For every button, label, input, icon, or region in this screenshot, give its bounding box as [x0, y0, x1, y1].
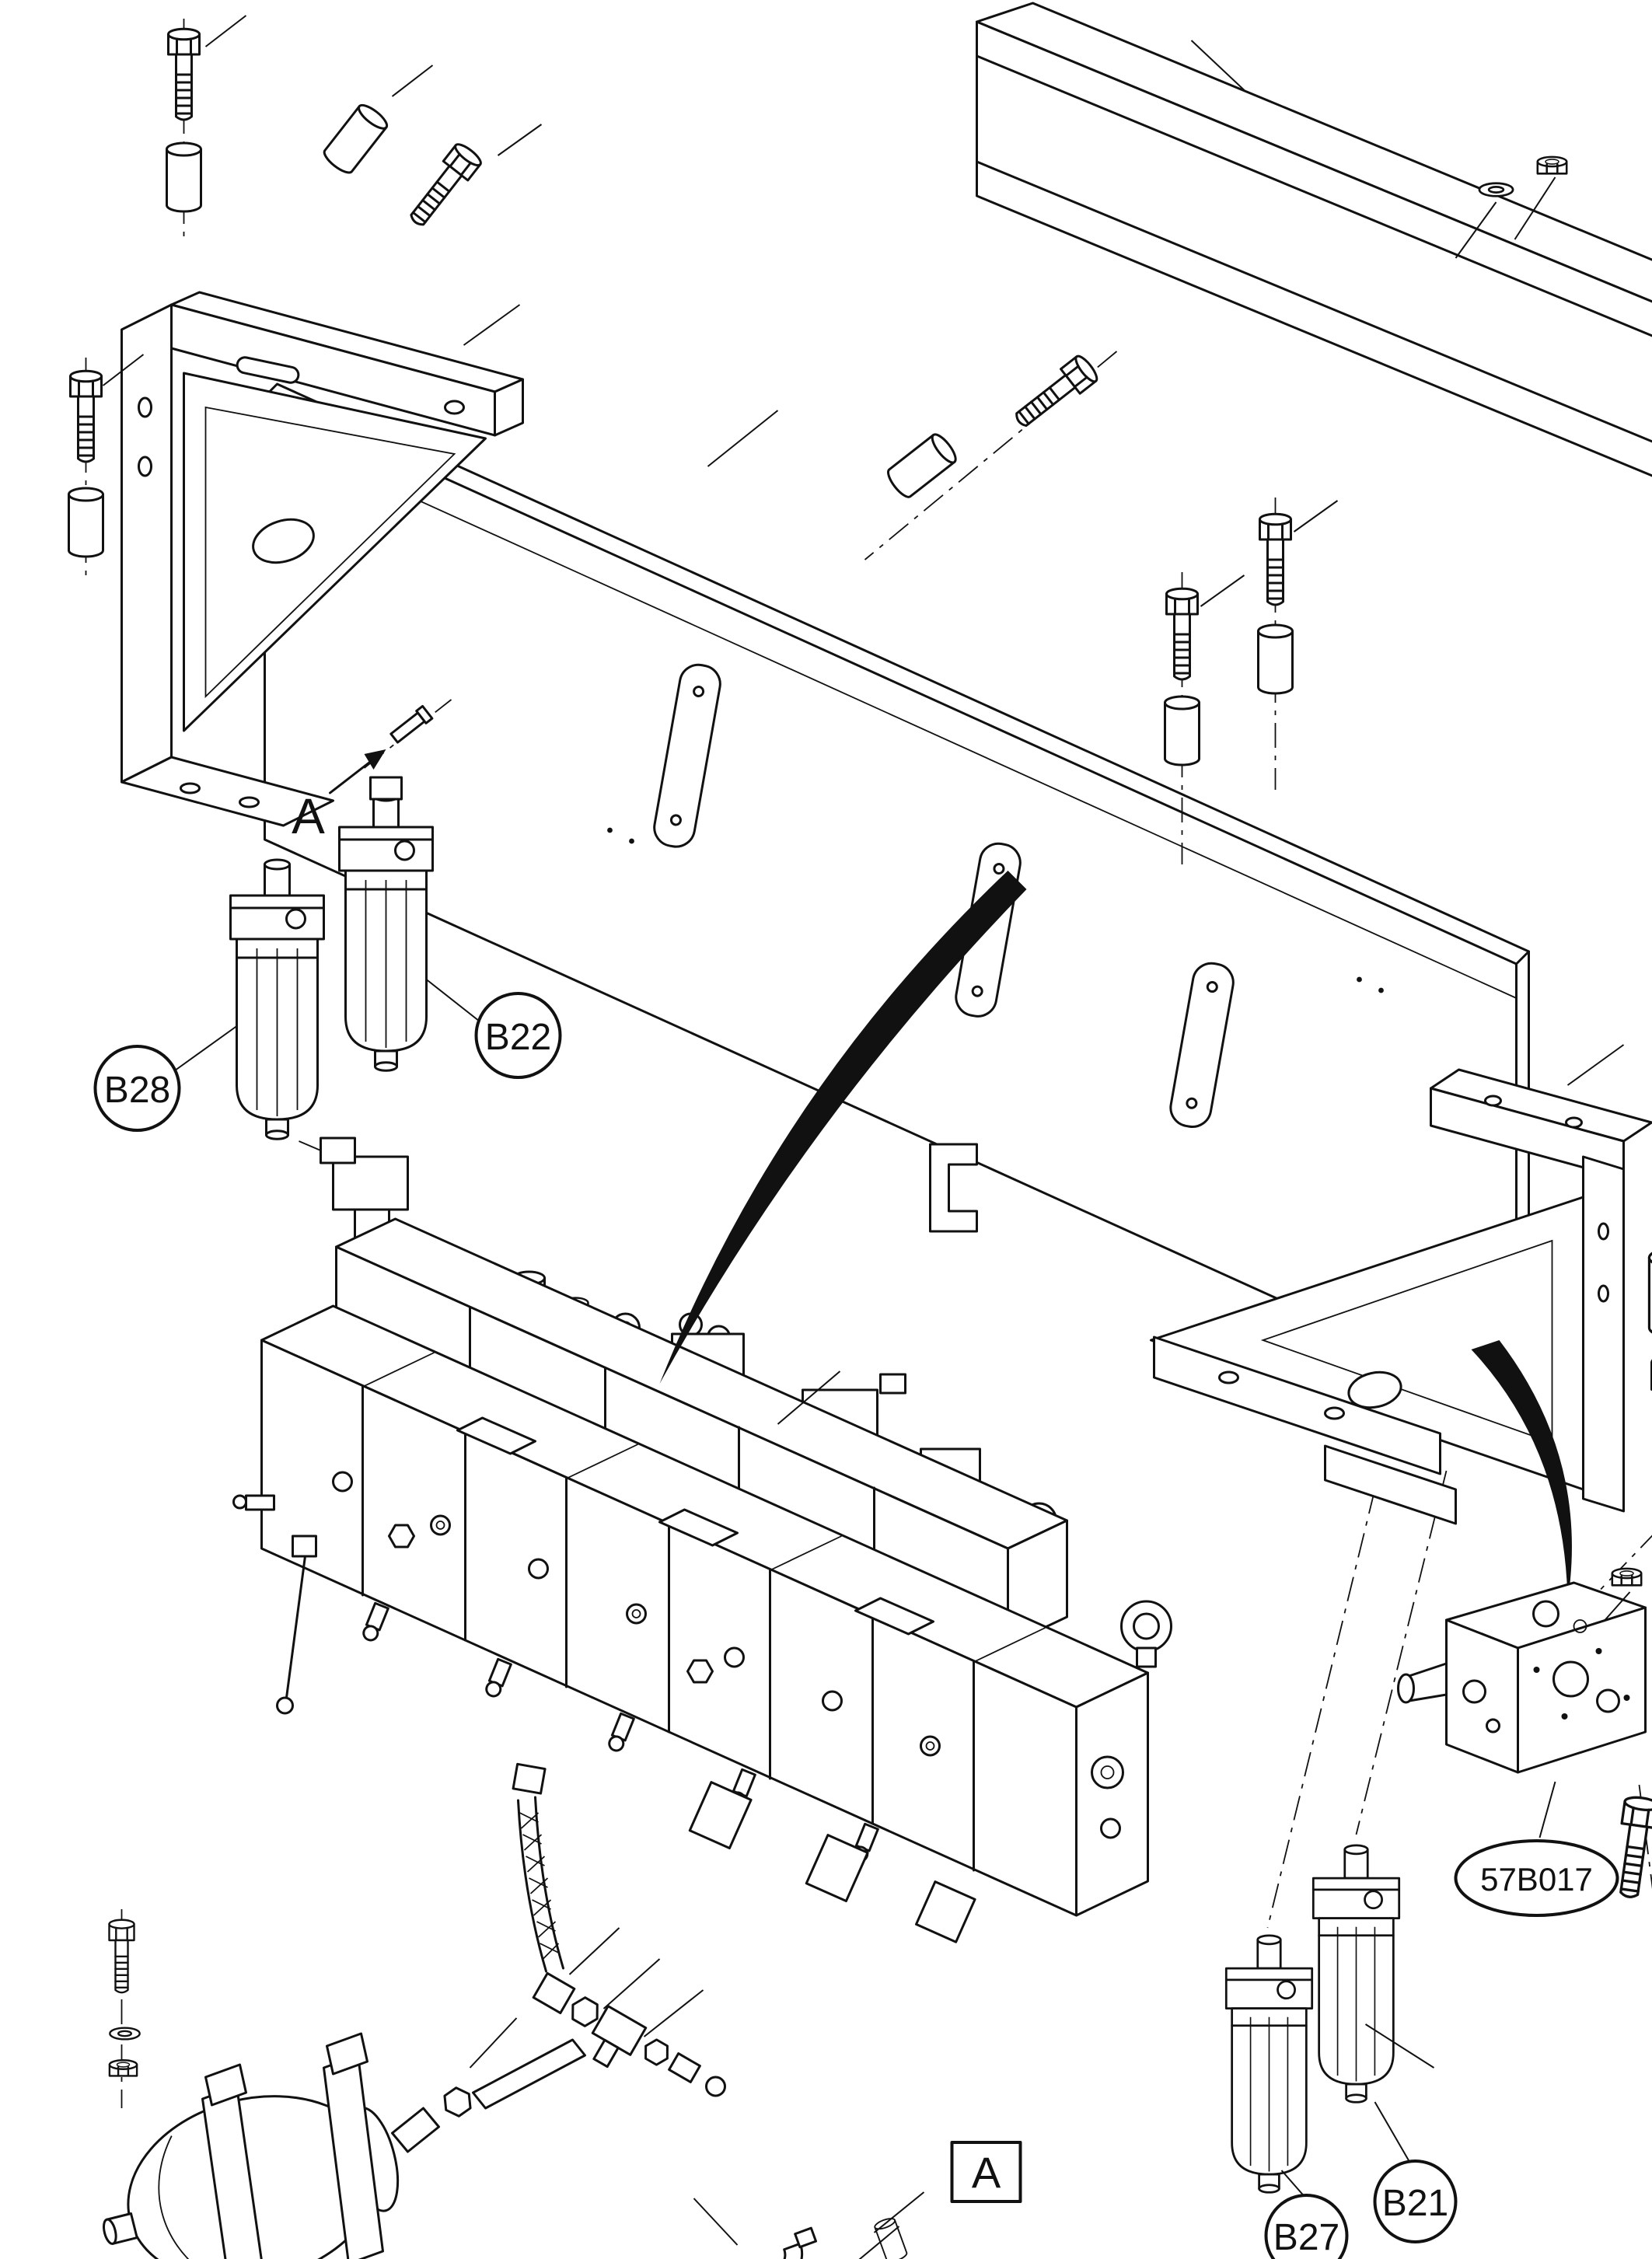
- hex-nut: [1536, 155, 1568, 175]
- hex-bolt: [1165, 587, 1199, 681]
- pointer-swoosh: [659, 871, 1027, 1384]
- callout-b27[interactable]: B27: [1264, 2170, 1349, 2259]
- right-bracket: [1150, 1068, 1652, 1525]
- valve-block-57b017: [1397, 1567, 1647, 1774]
- accumulator: [103, 2032, 400, 2259]
- eye-bolt: [1120, 1600, 1172, 1668]
- callout-b28-label: B28: [104, 1070, 170, 1111]
- pointer-swoosh: [1471, 1340, 1572, 1601]
- callout-b21-label: B21: [1382, 2183, 1448, 2224]
- hex-bolt: [1008, 352, 1102, 435]
- view-marker-label: A: [292, 788, 325, 844]
- hex-bolt: [402, 139, 485, 233]
- braid-texture: [519, 1812, 560, 1960]
- callout-57b017[interactable]: 57B017: [1454, 1781, 1619, 1917]
- callout-b22-label: B22: [485, 1017, 551, 1058]
- spacer-sleeve: [883, 430, 961, 502]
- spacer-sleeve: [68, 487, 104, 558]
- hex-plug: [686, 1659, 714, 1684]
- spacer-sleeve: [1164, 695, 1200, 766]
- left-bracket: [120, 291, 524, 827]
- washer: [109, 2027, 141, 2041]
- hex-bolt: [167, 27, 201, 121]
- detail-marker-a: A: [950, 2141, 1022, 2203]
- valve-manifold: [232, 1136, 1172, 1943]
- view-marker-a: A: [292, 704, 434, 844]
- callout-b27-label: B27: [1273, 2217, 1339, 2258]
- hex-bolt: [108, 1919, 135, 1994]
- c-clip: [929, 1143, 978, 1233]
- tee-fitting: [369, 776, 403, 801]
- pressure-filter-b21: [1311, 1844, 1401, 2104]
- pressure-filter-b28: [229, 858, 325, 1140]
- spacer-sleeve: [320, 100, 392, 178]
- hose-assembly: [391, 1762, 726, 2153]
- spacer-sleeve: [1257, 623, 1294, 695]
- hex-bolt: [1259, 512, 1292, 606]
- pressure-filter-b27: [1224, 1934, 1314, 2194]
- washer: [1478, 182, 1514, 197]
- leader-lines: [102, 15, 1631, 2259]
- detail-marker-label: A: [972, 2148, 1001, 2197]
- spacer-sleeve: [166, 141, 202, 213]
- hex-nut: [1611, 1567, 1643, 1587]
- callout-b28[interactable]: B28: [93, 1025, 238, 1132]
- callout-b21[interactable]: B21: [1373, 2101, 1458, 2243]
- spacer-sleeve: [1647, 1248, 1652, 1337]
- callout-b22[interactable]: B22: [425, 979, 562, 1079]
- hex-plug: [388, 1524, 415, 1548]
- support-beam: [976, 2, 1652, 477]
- callout-57b017-label: 57B017: [1480, 1861, 1593, 1898]
- pressure-filter-b22: [338, 776, 434, 1072]
- pipe-clamps: [704, 2215, 909, 2259]
- hex-nut: [108, 2059, 138, 2077]
- hex-bolt: [69, 369, 103, 463]
